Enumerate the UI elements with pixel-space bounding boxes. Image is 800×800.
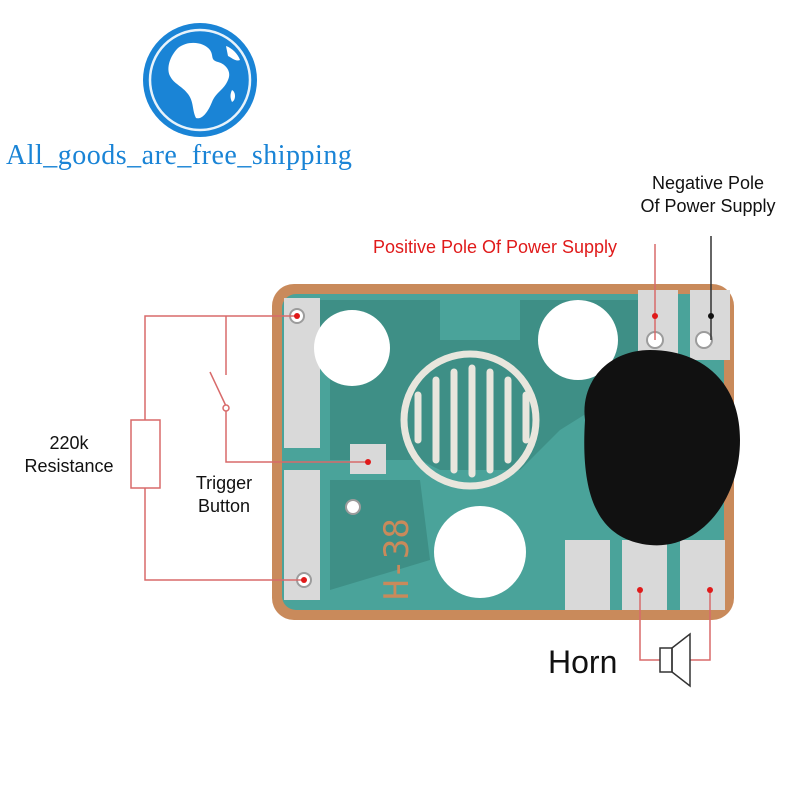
pad-positive xyxy=(638,290,678,360)
horn-label: Horn xyxy=(548,644,618,680)
negative-pole-label: Negative Pole Of Power Supply xyxy=(640,173,776,216)
globe-africa-icon xyxy=(143,23,257,137)
positive-pole-label: Positive Pole Of Power Supply xyxy=(372,237,618,257)
resistance-label: 220k Resistance xyxy=(24,433,114,476)
brand-tagline: All_goods_are_free_shipping xyxy=(6,140,353,171)
trigger-switch-symbol xyxy=(209,371,230,412)
pad-horn-3 xyxy=(680,540,725,610)
wire-trigger-bottom xyxy=(225,410,368,463)
pads xyxy=(284,290,730,610)
speaker-icon xyxy=(659,632,691,688)
resistor-symbol xyxy=(130,419,161,489)
external-wiring xyxy=(144,244,711,661)
large-cutouts xyxy=(314,300,618,598)
hole-middle xyxy=(345,499,361,515)
hole-negative xyxy=(695,331,713,349)
wire-horn-right xyxy=(690,590,711,661)
wire-resistor-bottom xyxy=(144,488,304,581)
pad-top-left xyxy=(284,298,320,448)
terminal-dots xyxy=(294,313,713,593)
board-marking: H-38 xyxy=(377,518,417,600)
wire-resistor-top xyxy=(144,315,297,420)
trigger-button-label: Trigger Button xyxy=(195,473,253,516)
pad-negative xyxy=(690,290,730,360)
pad-horn-1 xyxy=(565,540,610,610)
wire-horn-left xyxy=(639,590,660,661)
pad-horn-2 xyxy=(622,540,667,610)
epoxy-blob xyxy=(584,350,740,546)
serpentine-trace xyxy=(400,350,540,490)
